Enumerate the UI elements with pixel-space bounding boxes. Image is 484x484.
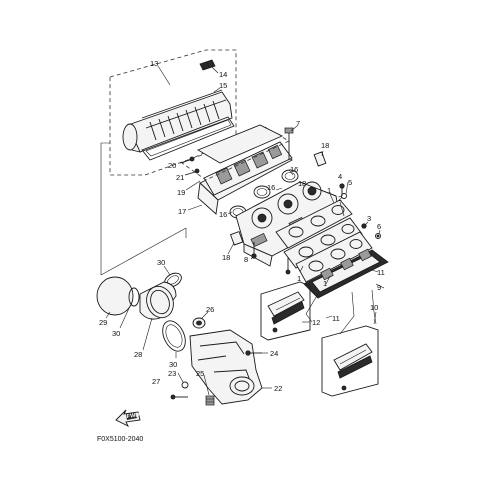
throttle-body: [235, 181, 341, 267]
washer-6: [375, 233, 381, 239]
gasket-15: [141, 116, 235, 161]
label-27: 27: [152, 377, 160, 386]
label-20: 20: [168, 161, 176, 170]
fwd-label: FWD: [126, 412, 139, 420]
label-7: 7: [296, 119, 300, 128]
manifold-gasket-1b: [295, 231, 373, 283]
intake-duct-22: [189, 329, 263, 405]
label-29: 29: [99, 318, 107, 327]
reed-valve-box-10: [321, 325, 379, 397]
label-2: 2: [338, 194, 342, 203]
manifold-2: [283, 217, 363, 269]
bolt-27: [170, 394, 188, 400]
label-18a: 18: [321, 141, 329, 150]
label-11a: 11: [377, 268, 385, 277]
o-ring-16b: [253, 185, 271, 199]
fwd-arrow-icon: FWD: [115, 409, 141, 428]
nut-23: [181, 381, 189, 389]
label-6: 6: [377, 222, 381, 231]
figure-code: F0X5100-2040: [97, 436, 143, 443]
reed-valve-box-12: [260, 281, 311, 341]
sleeve-18-lower: [229, 231, 244, 246]
air-box-group: [109, 49, 237, 176]
label-1b: 1: [297, 274, 301, 283]
clamp-30-lower: [162, 320, 186, 352]
label-30c: 30: [169, 360, 177, 369]
label-19: 19: [177, 188, 185, 197]
label-1c: 1: [323, 279, 327, 288]
label-16c: 16: [290, 165, 298, 174]
label-10: 10: [370, 303, 378, 312]
label-4: 4: [338, 172, 342, 181]
filter-29: [96, 276, 134, 316]
label-18c: 18: [222, 253, 230, 262]
air-box-cover: [122, 89, 233, 153]
manifold-gasket-1: [275, 199, 353, 249]
label-21: 21: [176, 173, 184, 182]
label-9: 9: [377, 283, 381, 292]
label-3: 3: [367, 214, 371, 223]
label-5: 5: [348, 178, 352, 187]
spring-25: [205, 395, 215, 406]
sleeve-18-upper: [313, 151, 327, 167]
label-8: 8: [244, 255, 248, 264]
label-26: 26: [206, 305, 214, 314]
label-17: 17: [178, 207, 186, 216]
label-12: 12: [312, 318, 320, 327]
cap-14: [199, 59, 216, 71]
callouts: 13 14 15 20 21 19 17 16 16 16 18 18 8 7: [99, 59, 385, 396]
label-30a: 30: [157, 258, 165, 267]
label-11b: 11: [332, 314, 340, 323]
label-15: 15: [219, 81, 227, 90]
label-23: 23: [168, 369, 176, 378]
label-22: 22: [274, 384, 282, 393]
grommet-26: [192, 317, 206, 329]
label-13: 13: [150, 59, 158, 68]
label-28: 28: [134, 350, 142, 359]
label-14: 14: [219, 70, 227, 79]
label-18b: 18: [298, 179, 306, 188]
bolt-7: [284, 127, 294, 160]
reed-block-9: [303, 248, 389, 299]
bolt-5-lower: [285, 258, 291, 275]
label-25: 25: [196, 369, 204, 378]
label-1a: 1: [327, 186, 331, 195]
bolt-21: [184, 168, 200, 176]
label-16b: 16: [267, 183, 275, 192]
adapter-28: [139, 281, 177, 320]
label-16a: 16: [219, 210, 227, 219]
label-24: 24: [270, 349, 278, 358]
nut-4: [339, 183, 345, 196]
o-ring-16c: [281, 169, 299, 183]
washer-5: [341, 193, 347, 199]
clamp-30-left: [128, 287, 140, 307]
screw-24: [245, 350, 262, 356]
bolt-20: [179, 156, 195, 164]
label-30b: 30: [112, 329, 120, 338]
